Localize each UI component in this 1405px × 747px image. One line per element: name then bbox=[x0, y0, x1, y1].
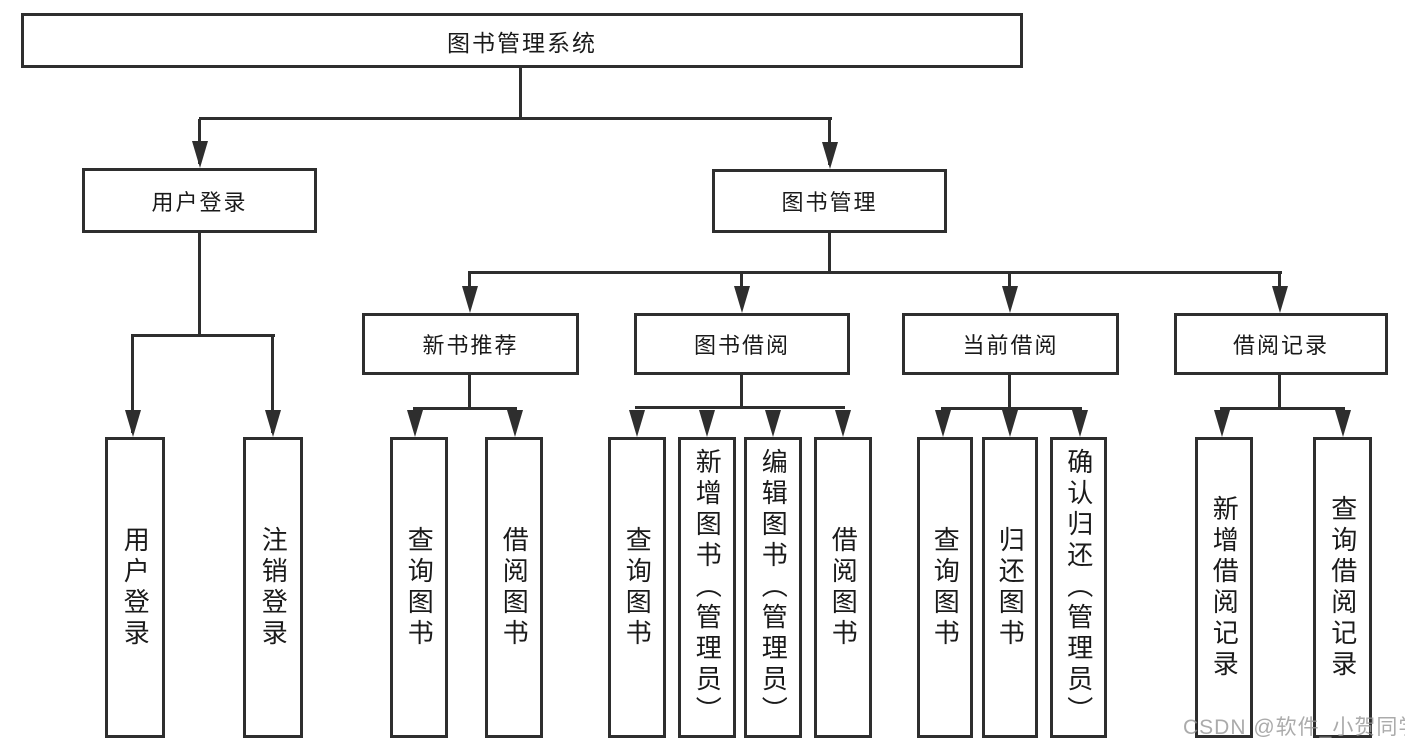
arrowhead-icon bbox=[1002, 410, 1018, 437]
arrowhead-icon bbox=[407, 410, 423, 437]
node-user-login: 用户登录 bbox=[82, 168, 317, 233]
node-label: 新书推荐 bbox=[422, 333, 519, 358]
node-label: 用户登录 bbox=[151, 189, 248, 215]
arrowhead-icon bbox=[822, 142, 838, 169]
connector-hline bbox=[941, 407, 1082, 410]
leaf-borrow-add-books-admin: 新增图书（管理员） bbox=[678, 437, 736, 738]
node-label: 图书管理系统 bbox=[447, 29, 597, 56]
leaf-recommend-borrow-books: 借阅图书 bbox=[485, 437, 543, 738]
arrowhead-icon bbox=[765, 410, 781, 437]
arrowhead-icon bbox=[734, 286, 750, 313]
leaf-label: 借阅图书 bbox=[828, 525, 859, 650]
arrowhead-icon bbox=[629, 410, 645, 437]
leaf-user-login: 用户登录 bbox=[105, 437, 165, 738]
connector-vline bbox=[1008, 273, 1011, 291]
connector-vline bbox=[198, 233, 201, 336]
connector-hline bbox=[199, 117, 832, 120]
arrowhead-icon bbox=[265, 410, 281, 437]
leaf-label: 注销登录 bbox=[258, 525, 289, 650]
node-label: 图书管理 bbox=[781, 190, 878, 215]
arrowhead-icon bbox=[1272, 286, 1288, 313]
connector-vline bbox=[1278, 273, 1281, 291]
arrowhead-icon bbox=[835, 410, 851, 437]
arrowhead-icon bbox=[192, 141, 208, 168]
leaf-current-query-books: 查询图书 bbox=[917, 437, 973, 738]
connector-hline bbox=[468, 271, 1282, 274]
leaf-label: 查询图书 bbox=[930, 525, 961, 650]
leaf-borrow-borrow-books: 借阅图书 bbox=[814, 437, 872, 738]
csdn-watermark: CSDN @软件_小贺同学 bbox=[1183, 716, 1405, 739]
connector-vline bbox=[740, 273, 743, 291]
leaf-label: 归还图书 bbox=[995, 525, 1026, 650]
connector-hline bbox=[635, 406, 845, 409]
arrowhead-icon bbox=[1002, 286, 1018, 313]
connector-hline bbox=[413, 407, 517, 410]
leaf-label: 新增图书（管理员） bbox=[692, 448, 723, 727]
node-label: 图书借阅 bbox=[693, 333, 790, 358]
arrowhead-icon bbox=[125, 410, 141, 437]
node-borrow-records: 借阅记录 bbox=[1174, 313, 1388, 375]
leaf-current-confirm-return-admin: 确认归还（管理员） bbox=[1050, 437, 1107, 738]
connector-vline bbox=[740, 375, 743, 408]
leaf-label: 借阅图书 bbox=[499, 525, 530, 650]
connector-vline bbox=[519, 68, 522, 119]
leaf-label: 查询图书 bbox=[404, 525, 435, 650]
leaf-records-query-record: 查询借阅记录 bbox=[1313, 437, 1372, 738]
leaf-label: 新增借阅记录 bbox=[1209, 494, 1240, 681]
arrowhead-icon bbox=[462, 286, 478, 313]
node-label: 借阅记录 bbox=[1232, 333, 1329, 358]
arrowhead-icon bbox=[1072, 410, 1088, 437]
leaf-current-return-books: 归还图书 bbox=[982, 437, 1038, 738]
leaf-records-add-record: 新增借阅记录 bbox=[1195, 437, 1253, 738]
node-current-borrow: 当前借阅 bbox=[902, 313, 1119, 375]
node-new-book-recommend: 新书推荐 bbox=[362, 313, 579, 375]
connector-vline bbox=[1278, 375, 1281, 409]
leaf-label: 查询图书 bbox=[622, 525, 653, 650]
connector-vline bbox=[271, 336, 274, 433]
connector-hline bbox=[1220, 407, 1345, 410]
arrowhead-icon bbox=[507, 410, 523, 437]
arrowhead-icon bbox=[699, 410, 715, 437]
leaf-recommend-query-books: 查询图书 bbox=[390, 437, 448, 738]
connector-vline bbox=[131, 336, 134, 433]
arrowhead-icon bbox=[1335, 410, 1351, 437]
connector-vline bbox=[1008, 375, 1011, 409]
leaf-logout-login: 注销登录 bbox=[243, 437, 303, 738]
arrowhead-icon bbox=[935, 410, 951, 437]
leaf-label: 确认归还（管理员） bbox=[1063, 448, 1094, 727]
node-label: 当前借阅 bbox=[962, 333, 1059, 358]
arrowhead-icon bbox=[1214, 410, 1230, 437]
leaf-borrow-edit-books-admin: 编辑图书（管理员） bbox=[744, 437, 802, 738]
node-book-management: 图书管理 bbox=[712, 169, 947, 233]
leaf-borrow-query-books: 查询图书 bbox=[608, 437, 666, 738]
leaf-label: 编辑图书（管理员） bbox=[758, 448, 789, 727]
connector-vline bbox=[828, 233, 831, 273]
connector-vline bbox=[468, 273, 471, 291]
leaf-label: 用户登录 bbox=[120, 525, 151, 650]
node-book-borrow: 图书借阅 bbox=[634, 313, 850, 375]
leaf-label: 查询借阅记录 bbox=[1327, 494, 1358, 681]
connector-vline bbox=[468, 375, 471, 409]
node-library-system: 图书管理系统 bbox=[21, 13, 1023, 68]
connector-hline bbox=[131, 334, 275, 337]
